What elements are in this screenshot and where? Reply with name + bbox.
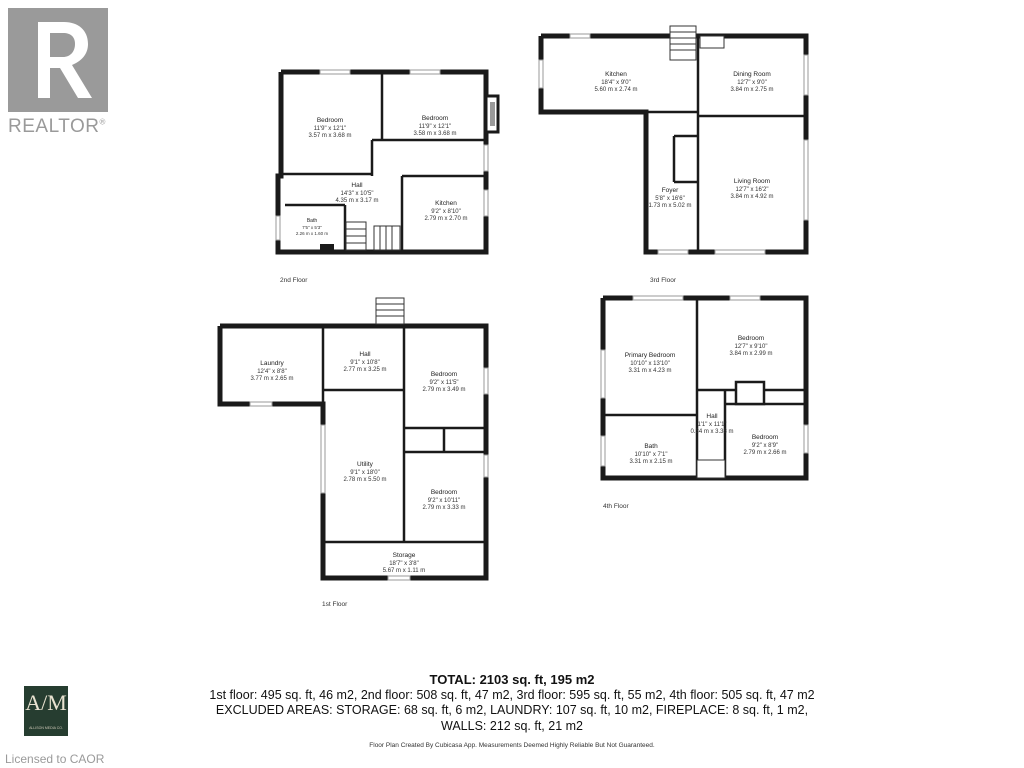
room-imperial: 18'4" x 9'0" (601, 80, 631, 86)
room-metric: 2.79 m x 2.70 m (424, 216, 467, 222)
room-metric: 3.58 m x 3.68 m (413, 131, 456, 137)
room-metric: 2.26 m x 1.60 m (296, 231, 329, 236)
room-metric: 3.77 m x 2.65 m (250, 376, 293, 382)
room-metric: 0.34 m x 3.38 m (690, 429, 733, 435)
room-name: Dining Room (733, 71, 771, 78)
room-name: Laundry (260, 360, 284, 367)
room-metric: 3.84 m x 4.92 m (730, 194, 773, 200)
walls-area: WALLS: 212 sq. ft, 21 m2 (441, 718, 583, 733)
room-imperial: 9'1" x 10'8" (350, 360, 380, 366)
room-imperial: 11'9" x 12'1" (314, 126, 346, 132)
floor-plans: Bedroom 11'9" x 12'1" 3.57 m x 3.68 m Be… (217, 25, 809, 608)
room-metric: 5.60 m x 2.74 m (594, 87, 637, 93)
room-name: Bedroom (431, 371, 457, 378)
room-metric: 2.79 m x 3.33 m (422, 505, 465, 511)
realtor-wordmark: REALTOR® (8, 116, 106, 137)
room-name: Bedroom (738, 335, 764, 342)
room-name: Utility (357, 461, 374, 468)
room-name: Living Room (734, 178, 770, 185)
room-imperial: 9'2" x 8'9" (752, 443, 778, 449)
room-imperial: 12'7" x 16'2" (736, 187, 769, 193)
floor-plan-3rd: Kitchen 18'4" x 9'0" 5.60 m x 2.74 m Din… (538, 25, 809, 284)
room-imperial: 9'2" x 8'10" (431, 209, 461, 215)
room-name: Hall (351, 182, 363, 189)
room-metric: 3.31 m x 4.23 m (628, 368, 671, 374)
license-watermark: Licensed to CAOR (5, 752, 105, 766)
total-area: TOTAL: 2103 sq. ft, 195 m2 (429, 672, 595, 687)
room-imperial: 10'10" x 13'10" (630, 361, 670, 367)
room-metric: 2.77 m x 3.25 m (343, 367, 386, 373)
room-metric: 3.57 m x 3.68 m (308, 133, 351, 139)
room-metric: 3.31 m x 2.15 m (629, 459, 672, 465)
room-name: Bedroom (317, 117, 343, 124)
area-totals: TOTAL: 2103 sq. ft, 195 m2 1st floor: 49… (0, 672, 1024, 734)
floor-areas: 1st floor: 495 sq. ft, 46 m2, 2nd floor:… (209, 687, 815, 702)
excluded-areas: EXCLUDED AREAS: STORAGE: 68 sq. ft, 6 m2… (215, 703, 809, 717)
allison-media-logo: A/M ALLISON MEDIA CO. (24, 686, 68, 736)
room-metric: 4.35 m x 3.17 m (335, 198, 378, 204)
realtor-r-mark (8, 8, 108, 112)
room-metric: 5.67 m x 1.11 m (383, 568, 426, 574)
room-imperial: 9'1" x 18'0" (350, 470, 380, 476)
room-name: Foyer (662, 187, 679, 194)
room-metric: 2.79 m x 3.49 m (422, 387, 465, 393)
floor-label-2nd: 2nd Floor (280, 277, 308, 284)
room-metric: 3.84 m x 2.75 m (730, 87, 773, 93)
room-imperial: 12'7" x 9'10" (735, 344, 768, 350)
room-imperial: 9'2" x 11'5" (429, 380, 458, 386)
room-name: Bedroom (422, 115, 448, 122)
floor-plan-1st: Laundry 12'4" x 8'8" 3.77 m x 2.65 m Hal… (217, 297, 489, 608)
room-name: Bedroom (431, 489, 457, 496)
room-name: Hall (706, 413, 718, 420)
logo-subtitle: ALLISON MEDIA CO. (29, 726, 63, 730)
room-imperial: 12'7" x 9'0" (737, 80, 767, 86)
room-name: Storage (393, 552, 416, 559)
realtor-logo: REALTOR® (8, 8, 118, 138)
room-imperial: 1'1" x 11'1" (697, 422, 726, 428)
floor-label-1st: 1st Floor (322, 601, 348, 608)
room-imperial: 5'8" x 16'6" (655, 196, 685, 202)
floor-label-3rd: 3rd Floor (650, 277, 677, 284)
floor-plan-2nd: Bedroom 11'9" x 12'1" 3.57 m x 3.68 m Be… (275, 69, 500, 284)
room-name: Bath (307, 218, 318, 224)
room-imperial: 7'5" x 5'3" (302, 225, 322, 230)
room-name: Bath (644, 443, 658, 450)
room-metric: 3.84 m x 2.99 m (729, 351, 772, 357)
floor-plan-4th: Primary Bedroom 10'10" x 13'10" 3.31 m x… (600, 295, 809, 510)
room-imperial: 10'10" x 7'1" (635, 452, 668, 458)
room-name: Bedroom (752, 434, 778, 441)
room-name: Hall (359, 351, 371, 358)
room-imperial: 11'9" x 12'1" (419, 124, 451, 130)
floor-label-4th: 4th Floor (603, 503, 629, 510)
logo-monogram: A/M (25, 690, 67, 715)
footer-disclaimer: Floor Plan Created By Cubicasa App. Meas… (369, 742, 655, 749)
room-metric: 1.73 m x 5.02 m (648, 203, 691, 209)
room-name: Kitchen (435, 200, 457, 207)
room-imperial: 14'3" x 10'5" (341, 191, 374, 197)
room-imperial: 12'4" x 8'8" (257, 369, 287, 375)
room-metric: 2.79 m x 2.66 m (743, 450, 786, 456)
room-name: Primary Bedroom (625, 352, 676, 359)
room-metric: 2.78 m x 5.50 m (343, 477, 386, 483)
room-name: Kitchen (605, 71, 627, 78)
room-imperial: 9'2" x 10'11" (428, 498, 460, 504)
room-imperial: 18'7" x 3'8" (389, 561, 419, 567)
